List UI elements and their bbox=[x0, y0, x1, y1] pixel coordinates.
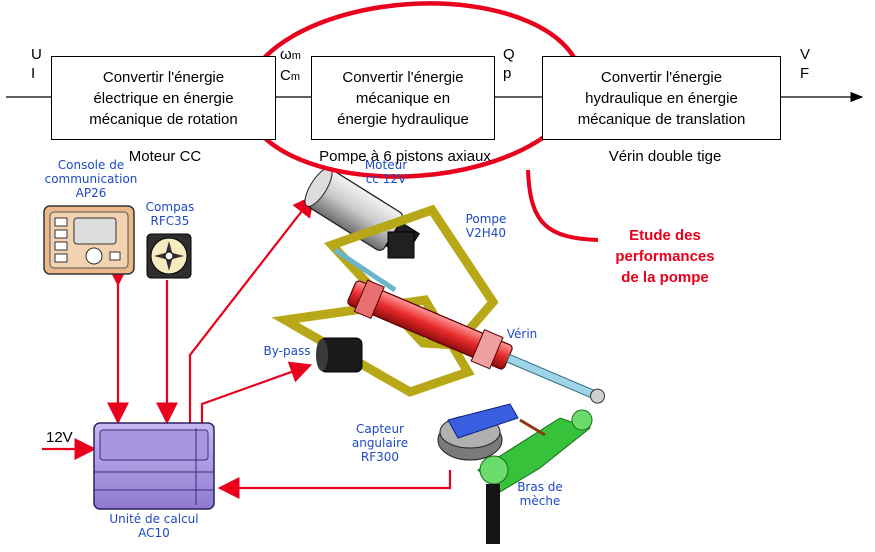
flow-q-p: Q p bbox=[503, 46, 515, 82]
flow-output-vf: V F bbox=[800, 46, 811, 82]
label-compas-rfc35: Compas RFC35 bbox=[145, 200, 195, 228]
rudder-arm-icon bbox=[437, 403, 593, 544]
label-capteur-rf300: Capteur angulaire RF300 bbox=[351, 422, 409, 464]
annotation-pointer bbox=[526, 169, 599, 242]
label-moteur-cc: Moteur cc 12V bbox=[364, 158, 408, 186]
caption-verin: Vérin double tige bbox=[608, 148, 722, 165]
compass-rfc35-icon bbox=[146, 233, 192, 279]
label-bypass: By-pass bbox=[263, 344, 311, 358]
control-unit-ac10-icon bbox=[93, 422, 215, 510]
bypass-valve-icon bbox=[316, 337, 363, 373]
cylinder-verin-icon bbox=[333, 247, 606, 404]
label-console-ap26: Console de communication AP26 bbox=[44, 158, 138, 200]
label-pompe-v2h40: Pompe V2H40 bbox=[465, 212, 507, 240]
label-supply-12v: 12V bbox=[46, 429, 73, 446]
label-bras-de-meche: Bras de mèche bbox=[517, 480, 563, 508]
block-motor-conversion: Convertir l'énergie électrique en énergi… bbox=[51, 56, 276, 140]
label-verin: Vérin bbox=[506, 327, 538, 341]
wiring bbox=[42, 194, 452, 499]
console-ap26-icon bbox=[43, 205, 135, 275]
flow-input-ui: U I bbox=[31, 46, 42, 82]
label-unite-calcul-ac10: Unité de calcul AC10 bbox=[109, 512, 199, 540]
caption-moteur-cc: Moteur CC bbox=[128, 148, 202, 165]
caption-pompe: Pompe à 6 pistons axiaux bbox=[319, 148, 491, 165]
block-cylinder-conversion: Convertir l'énergie hydraulique en énerg… bbox=[542, 56, 781, 140]
block-pump-conversion: Convertir l'énergie mécanique en énergie… bbox=[311, 56, 495, 140]
pump-study-annotation: Etude des performances de la pompe bbox=[615, 227, 715, 286]
